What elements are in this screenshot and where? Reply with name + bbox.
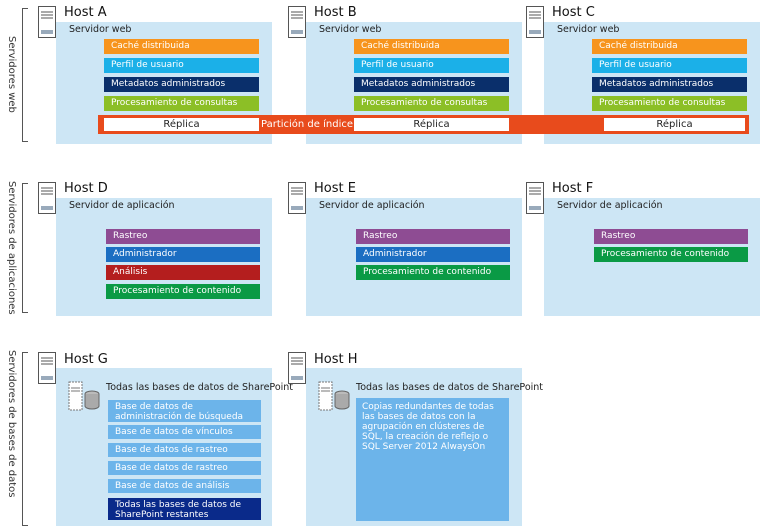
service-content-processing: Procesamiento de contenido bbox=[106, 284, 260, 299]
tier-label-web: Servidores web bbox=[6, 35, 17, 113]
host-f-title: Host F bbox=[552, 181, 594, 196]
service-crawl: Rastreo bbox=[594, 229, 748, 244]
tier-bracket-app bbox=[22, 183, 28, 313]
host-h-title: Host H bbox=[314, 352, 358, 367]
host-c-title: Host C bbox=[552, 5, 595, 20]
host-a-title: Host A bbox=[64, 5, 107, 20]
db-search-admin: Base de datos de administración de búsqu… bbox=[108, 400, 261, 422]
service-crawl: Rastreo bbox=[356, 229, 510, 244]
service-crawl: Rastreo bbox=[106, 229, 260, 244]
tier-bracket-web bbox=[22, 8, 28, 142]
host-b-role: Servidor web bbox=[319, 24, 382, 35]
host-d-role: Servidor de aplicación bbox=[69, 200, 175, 211]
db-crawl-2: Base de datos de rastreo bbox=[108, 461, 261, 475]
replica-host-a: Réplica bbox=[104, 118, 259, 131]
host-e-title: Host E bbox=[314, 181, 356, 196]
service-managed-metadata: Metadatos administrados bbox=[354, 77, 509, 92]
server-icon bbox=[288, 352, 306, 384]
service-distributed-cache: Caché distribuida bbox=[592, 39, 747, 54]
tier-label-db: Servidores de bases de datos bbox=[6, 350, 17, 498]
service-content-processing: Procesamiento de contenido bbox=[594, 247, 748, 262]
service-user-profile: Perfil de usuario bbox=[354, 58, 509, 73]
server-icon bbox=[38, 352, 56, 384]
sql-server-icon bbox=[68, 381, 100, 411]
db-links: Base de datos de vínculos bbox=[108, 425, 261, 439]
service-admin: Administrador bbox=[106, 247, 260, 262]
host-h-role: Todas las bases de datos de SharePoint bbox=[356, 382, 544, 393]
server-icon bbox=[38, 6, 56, 38]
host-b-title: Host B bbox=[314, 5, 357, 20]
host-f-role: Servidor de aplicación bbox=[557, 200, 663, 211]
host-d-title: Host D bbox=[64, 181, 108, 196]
host-c-role: Servidor web bbox=[557, 24, 620, 35]
host-g-role: Todas las bases de datos de SharePoint bbox=[106, 382, 294, 393]
host-e-role: Servidor de aplicación bbox=[319, 200, 425, 211]
server-icon bbox=[526, 6, 544, 38]
service-query-processing: Procesamiento de consultas bbox=[592, 96, 747, 111]
db-analytics: Base de datos de análisis bbox=[108, 479, 261, 493]
tier-bracket-db bbox=[22, 352, 28, 526]
sql-server-icon bbox=[318, 381, 350, 411]
server-icon bbox=[288, 182, 306, 214]
replica-host-c: Réplica bbox=[604, 118, 745, 131]
service-distributed-cache: Caché distribuida bbox=[104, 39, 259, 54]
service-analysis: Análisis bbox=[106, 265, 260, 280]
host-g-title: Host G bbox=[64, 352, 108, 367]
server-icon bbox=[288, 6, 306, 38]
service-managed-metadata: Metadatos administrados bbox=[592, 77, 747, 92]
service-query-processing: Procesamiento de consultas bbox=[104, 96, 259, 111]
db-remaining-sharepoint: Todas las bases de datos de SharePoint r… bbox=[108, 498, 261, 520]
host-a-role: Servidor web bbox=[69, 24, 132, 35]
replica-host-b: Réplica bbox=[354, 118, 509, 131]
tier-label-app: Servidores de aplicaciones bbox=[6, 180, 17, 315]
server-icon bbox=[38, 182, 56, 214]
service-query-processing: Procesamiento de consultas bbox=[354, 96, 509, 111]
service-user-profile: Perfil de usuario bbox=[592, 58, 747, 73]
service-distributed-cache: Caché distribuida bbox=[354, 39, 509, 54]
index-partition-label: Partición de índice 0 bbox=[261, 119, 363, 130]
db-crawl-1: Base de datos de rastreo bbox=[108, 443, 261, 457]
service-admin: Administrador bbox=[356, 247, 510, 262]
service-managed-metadata: Metadatos administrados bbox=[104, 77, 259, 92]
redundant-copies-box: Copias redundantes de todas las bases de… bbox=[356, 398, 509, 521]
service-content-processing: Procesamiento de contenido bbox=[356, 265, 510, 280]
server-icon bbox=[526, 182, 544, 214]
service-user-profile: Perfil de usuario bbox=[104, 58, 259, 73]
